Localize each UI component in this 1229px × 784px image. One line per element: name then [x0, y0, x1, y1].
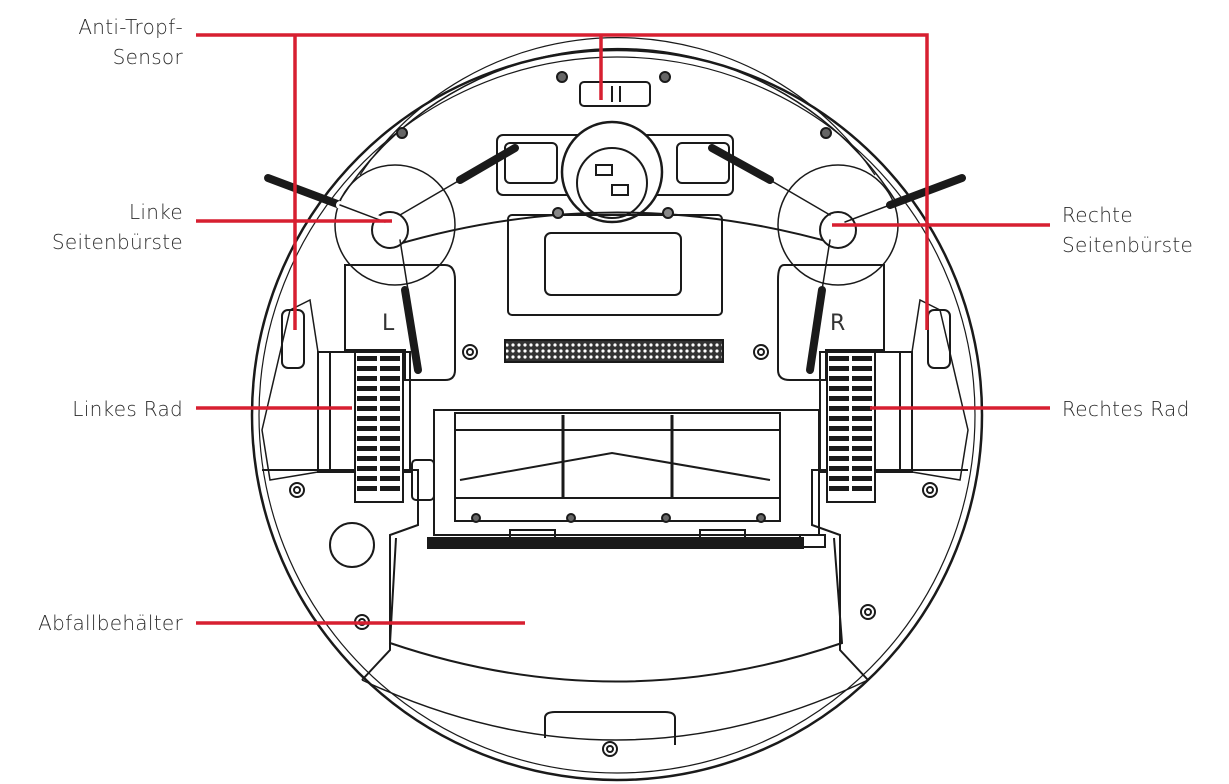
label-line: Abfallbehälter [38, 611, 183, 635]
label-line: Linke [128, 200, 183, 224]
label-line: Linkes Rad [72, 397, 183, 421]
label-right-side-brush: Rechte Seitenbürste [1062, 200, 1193, 260]
anti-drop-sensor-housing [579, 81, 651, 107]
label-right-wheel: Rechtes Rad [1062, 394, 1190, 424]
vent-grille [504, 339, 724, 363]
label-line: Sensor [112, 45, 183, 69]
callout-lines [196, 33, 1050, 625]
label-left-wheel: Linkes Rad [72, 394, 183, 424]
label-line: Seitenbürste [51, 230, 183, 254]
label-anti-drop-sensor: Anti-Tropf- Sensor [78, 12, 183, 72]
label-line: Seitenbürste [1062, 233, 1194, 257]
label-line: Rechtes Rad [1062, 397, 1190, 421]
label-line: Rechte [1062, 203, 1133, 227]
right-mark: R [830, 311, 845, 336]
left-mark: L [382, 311, 395, 336]
dustbin-outline [388, 537, 844, 683]
label-left-side-brush: Linke Seitenbürste [52, 197, 183, 257]
label-line: Anti-Tropf- [78, 15, 183, 39]
outer-shell [250, 48, 984, 782]
label-dustbin: Abfallbehälter [38, 608, 183, 638]
callout-anti-drop-sensor [196, 33, 929, 330]
